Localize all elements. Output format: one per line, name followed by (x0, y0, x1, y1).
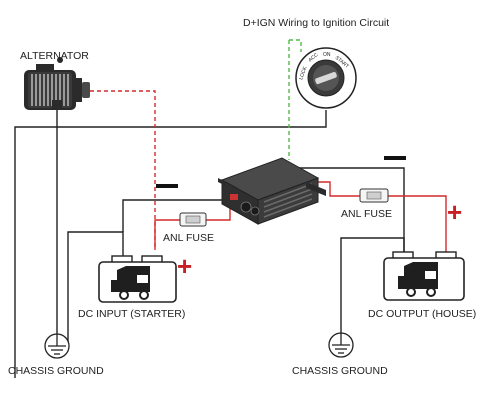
chassis-ground-icon (44, 333, 70, 359)
positive-wires (90, 90, 447, 258)
battery-rv-icon (383, 251, 465, 301)
chassis-ground-icon (328, 332, 354, 358)
negative-marker-output (384, 156, 406, 160)
battery-rv-icon (98, 255, 177, 303)
chassis-ground-left-label: CHASSIS GROUND (8, 365, 104, 377)
charger-input-negative-wire (122, 189, 226, 232)
ground-wires (14, 100, 405, 378)
alternator-icon (24, 57, 90, 110)
negative-marker-input (156, 184, 178, 188)
dc-input-label: DC INPUT (STARTER) (78, 308, 185, 320)
plus-sign-output: + (447, 197, 462, 227)
charger-output-positive-wire (315, 181, 360, 197)
key-pos-acc: ACC (307, 52, 319, 64)
key-pos-on: ON (323, 52, 331, 58)
input-negative-wire (67, 231, 124, 346)
charger-output-negative-wire (296, 167, 405, 258)
dc-output-label: DC OUTPUT (HOUSE) (368, 308, 476, 320)
key-pos-lock: LOCK (298, 65, 309, 80)
anl-fuse-right-label: ANL FUSE (341, 208, 392, 220)
anl-fuse-left-label: ANL FUSE (163, 232, 214, 244)
ignition-label: D+IGN Wiring to Ignition Circuit (243, 17, 389, 29)
ignition-key-switch-icon: LOCK ACC ON START (295, 47, 357, 109)
fuse-to-charger-wire (206, 205, 231, 221)
anl-fuse-icon (179, 212, 207, 227)
alternator-charge-wire (90, 90, 156, 250)
alternator-label: ALTERNATOR (20, 50, 89, 62)
ignition-signal-wire (288, 39, 302, 160)
input-positive-wire (154, 219, 180, 250)
chassis-ground-right-label: CHASSIS GROUND (292, 365, 388, 377)
ignition-return-wire (14, 110, 327, 378)
output-ground-wire (340, 237, 405, 345)
anl-fuse-icon (359, 188, 389, 203)
dc-dc-charger-icon (218, 157, 326, 225)
output-positive-wire (388, 195, 447, 258)
plus-sign-input: + (177, 251, 192, 281)
